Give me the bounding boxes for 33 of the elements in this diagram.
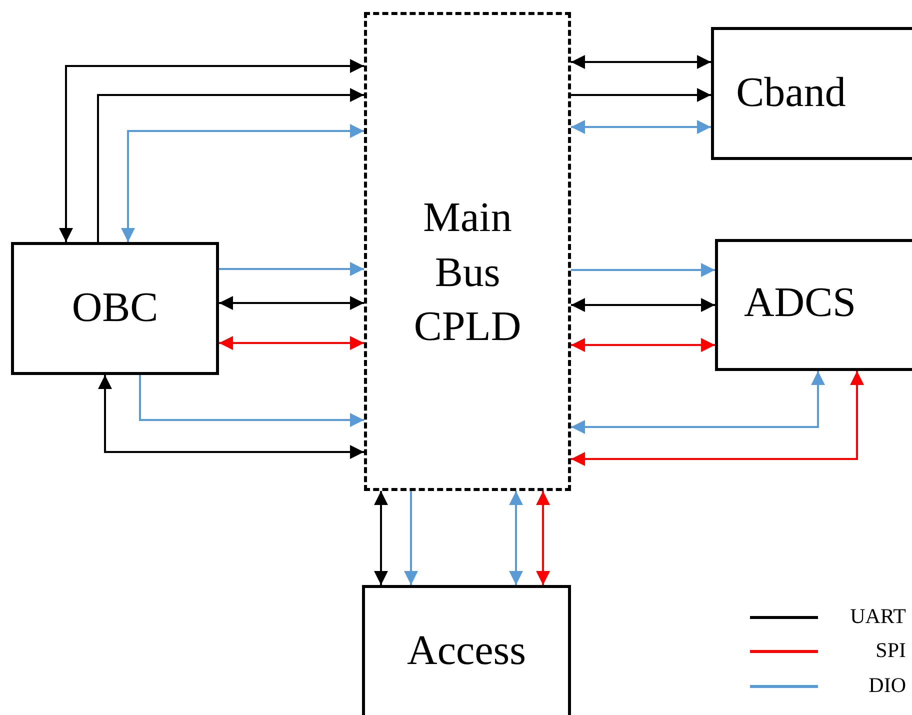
arrow [139, 375, 364, 427]
block-box [715, 239, 912, 371]
arrow [571, 88, 711, 102]
arrow [571, 338, 715, 352]
arrow [219, 262, 364, 276]
block-label: OBC [72, 284, 158, 334]
arrow [404, 491, 418, 585]
arrow [571, 120, 711, 134]
legend-label: DIO [868, 673, 906, 698]
block-box [711, 27, 912, 160]
block-label: ADCS [744, 279, 856, 328]
arrow [571, 298, 715, 312]
block-box [362, 585, 571, 715]
block-label: Main Bus CPLD [412, 194, 522, 352]
arrow [509, 491, 523, 585]
arrow [219, 296, 364, 310]
legend-label: UART [850, 604, 906, 629]
arrow [97, 88, 364, 242]
legend-label: SPI [876, 638, 906, 663]
dashed-block [364, 12, 571, 491]
block-box [11, 242, 219, 375]
arrow [571, 263, 715, 277]
arrow [571, 55, 711, 69]
arrow [59, 59, 364, 242]
arrow [536, 491, 550, 585]
arrow [98, 375, 364, 459]
arrow [121, 124, 364, 242]
arrow [571, 371, 825, 434]
block-label: Access [407, 627, 526, 676]
arrow [571, 371, 864, 466]
arrow [374, 491, 388, 585]
block-label: Cband [736, 69, 846, 118]
arrow [219, 336, 364, 350]
